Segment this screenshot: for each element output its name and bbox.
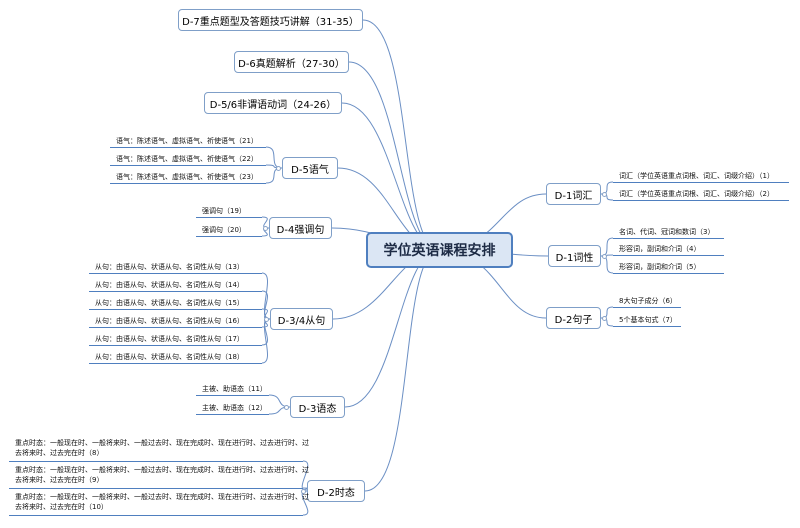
leaf-topic[interactable]: 形容词，副词和介词（4）: [619, 245, 701, 253]
leaf-underline: [613, 182, 789, 183]
leaf-topic[interactable]: 从句：由语从句、状语从句、名词性从句（17）: [95, 335, 244, 343]
branch-node[interactable]: D-4强调句: [269, 217, 332, 239]
leaf-topic[interactable]: 强调句（20）: [202, 226, 246, 234]
collapse-toggle-icon[interactable]: [301, 488, 306, 494]
connector-line: [362, 19, 440, 251]
leaf-underline: [613, 326, 681, 327]
leaf-topic[interactable]: 强调句（19）: [202, 207, 246, 215]
leaf-underline: [196, 414, 269, 415]
leaf-topic[interactable]: 词汇（学位英语重点词根、词汇、词缀介绍）（1）: [619, 172, 774, 180]
leaf-topic[interactable]: 主被、助语态（12）: [202, 404, 267, 412]
branch-node[interactable]: D-7重点题型及答题技巧讲解（31-35）: [178, 9, 363, 31]
collapse-toggle-icon[interactable]: [276, 165, 281, 171]
leaf-underline: [9, 515, 303, 516]
branch-node[interactable]: D-3/4从句: [270, 308, 333, 330]
leaf-topic[interactable]: 重点时态：一般现在时、一般将来时、一般过去时、现在完成时、现在进行时、过去进行时…: [15, 439, 309, 457]
leaf-topic[interactable]: 词汇（学位英语重点词根、词汇、词缀介绍）（2）: [619, 190, 774, 198]
leaf-underline: [110, 147, 266, 148]
leaf-topic[interactable]: 语气：陈述语气、虚拟语气、祈使语气（21）: [116, 137, 258, 145]
leaf-underline: [613, 238, 724, 239]
branch-node[interactable]: D-1词汇: [546, 183, 601, 205]
leaf-underline: [89, 345, 262, 346]
leaf-underline: [89, 273, 262, 274]
leaf-underline: [110, 165, 266, 166]
leaf-underline: [196, 395, 269, 396]
connector-line: [364, 249, 440, 492]
collapse-toggle-icon[interactable]: [284, 404, 289, 410]
leaf-connector: [261, 272, 271, 320]
branch-node[interactable]: D-2时态: [307, 480, 365, 502]
connector-line: [348, 61, 440, 251]
leaf-underline: [9, 461, 303, 462]
leaf-underline: [89, 309, 262, 310]
leaf-topic[interactable]: 从句：由语从句、状语从句、名词性从句（13）: [95, 263, 244, 271]
leaf-underline: [89, 327, 262, 328]
leaf-topic[interactable]: 重点时态：一般现在时、一般将来时、一般过去时、现在完成时、现在进行时、过去进行时…: [15, 466, 309, 484]
collapse-toggle-icon[interactable]: [602, 191, 607, 197]
leaf-topic[interactable]: 语气：陈述语气、虚拟语气、祈使语气（23）: [116, 173, 258, 181]
collapse-toggle-icon[interactable]: [602, 315, 607, 321]
leaf-topic[interactable]: 主被、助语态（11）: [202, 385, 267, 393]
leaf-underline: [89, 363, 262, 364]
leaf-topic[interactable]: 从句：由语从句、状语从句、名词性从句（16）: [95, 317, 244, 325]
leaf-topic[interactable]: 重点时态：一般现在时、一般将来时、一般过去时、现在完成时、现在进行时、过去进行时…: [15, 493, 309, 511]
leaf-topic[interactable]: 从句：由语从句、状语从句、名词性从句（18）: [95, 353, 244, 361]
leaf-underline: [613, 307, 681, 308]
leaf-topic[interactable]: 语气：陈述语气、虚拟语气、祈使语气（22）: [116, 155, 258, 163]
leaf-underline: [196, 217, 262, 218]
leaf-connector: [600, 255, 614, 274]
connector-line: [344, 249, 440, 408]
leaf-underline: [89, 291, 262, 292]
leaf-topic[interactable]: 5个基本句式（7）: [619, 316, 677, 324]
collapse-toggle-icon[interactable]: [263, 225, 268, 231]
leaf-topic[interactable]: 名词、代词、冠词和数词（3）: [619, 228, 715, 236]
leaf-underline: [613, 200, 789, 201]
collapse-toggle-icon[interactable]: [602, 253, 607, 259]
leaf-underline: [9, 488, 303, 489]
branch-node[interactable]: D-3语态: [290, 396, 345, 418]
leaf-topic[interactable]: 从句：由语从句、状语从句、名词性从句（14）: [95, 281, 244, 289]
connector-line: [341, 102, 440, 251]
leaf-underline: [613, 273, 724, 274]
leaf-underline: [613, 255, 724, 256]
leaf-underline: [196, 236, 262, 237]
branch-node[interactable]: D-2句子: [546, 307, 601, 329]
collapse-toggle-icon[interactable]: [264, 316, 269, 322]
branch-node[interactable]: D-6真题解析（27-30）: [234, 51, 349, 73]
branch-node[interactable]: D-5语气: [282, 157, 338, 179]
leaf-topic[interactable]: 8大句子成分（6）: [619, 297, 677, 305]
leaf-underline: [110, 183, 266, 184]
central-topic[interactable]: 学位英语课程安排: [366, 232, 513, 268]
branch-node[interactable]: D-1词性: [548, 245, 601, 267]
branch-node[interactable]: D-5/6非谓语动词（24-26）: [204, 92, 342, 114]
leaf-topic[interactable]: 从句：由语从句、状语从句、名词性从句（15）: [95, 299, 244, 307]
leaf-connector: [261, 318, 271, 364]
leaf-topic[interactable]: 形容词，副词和介词（5）: [619, 263, 701, 271]
